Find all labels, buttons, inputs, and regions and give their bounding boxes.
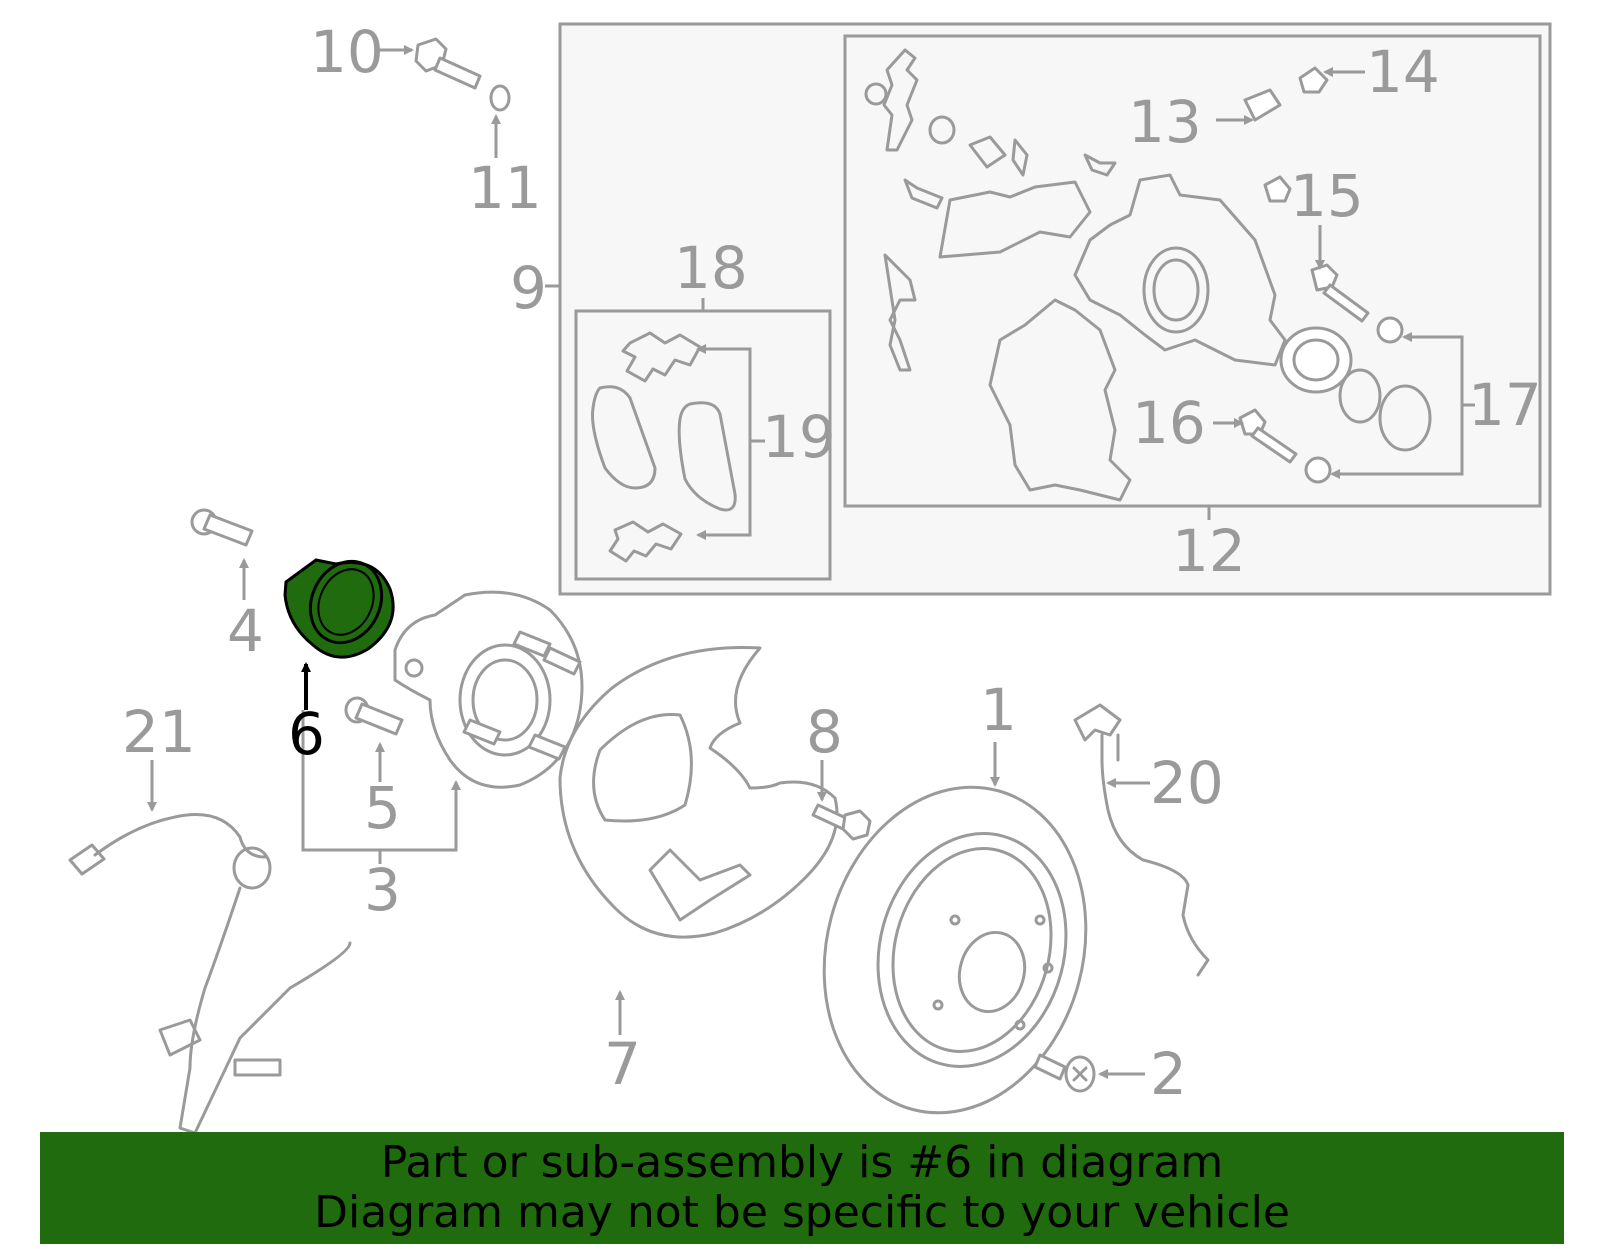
bolt-10-part [414, 37, 482, 90]
callout-10: 10 [310, 18, 384, 86]
bolt-8-part [811, 803, 872, 841]
notice-line-2: Diagram may not be specific to your vehi… [314, 1187, 1290, 1238]
callout-16: 16 [1132, 389, 1206, 457]
callout-12: 12 [1172, 517, 1246, 585]
wheel-stud-4-part [190, 508, 254, 547]
callout-5: 5 [364, 774, 401, 842]
sensor-harness-21-part [68, 813, 352, 1135]
callout-14: 14 [1366, 38, 1440, 106]
callout-18: 18 [674, 234, 748, 302]
callout-9: 9 [510, 254, 547, 322]
notice-line-1: Part or sub-assembly is #6 in diagram [380, 1137, 1224, 1188]
callout-21: 21 [122, 698, 196, 766]
brake-pad-kit-part [591, 331, 737, 563]
callout-15: 15 [1290, 162, 1364, 230]
screw-2-part [1033, 1053, 1096, 1093]
callout-4: 4 [227, 597, 264, 665]
callout-2: 2 [1150, 1040, 1187, 1108]
callout-19: 19 [762, 403, 836, 471]
callout-7: 7 [604, 1030, 641, 1098]
callout-17: 17 [1468, 371, 1542, 439]
callout-1: 1 [980, 676, 1017, 744]
callout-13: 13 [1128, 88, 1202, 156]
dust-shield-7-part [558, 646, 839, 939]
callout-11: 11 [468, 154, 542, 222]
wheel-hub-3-part [393, 590, 584, 789]
hub-cap-6-highlighted-part [283, 558, 395, 659]
callout-20: 20 [1150, 749, 1224, 817]
callout-3: 3 [364, 856, 401, 924]
brake-rotor-1-part [822, 785, 1088, 1115]
callout-6: 6 [288, 700, 325, 768]
caliper-assembly-part [864, 48, 1432, 502]
wheel-speed-sensor-20-part [1073, 703, 1210, 977]
washer-11-part [489, 84, 511, 112]
notice-banner: Part or sub-assembly is #6 in diagram Di… [40, 1132, 1564, 1244]
hub-stud-5-part [344, 696, 404, 736]
callout-8: 8 [806, 698, 843, 766]
